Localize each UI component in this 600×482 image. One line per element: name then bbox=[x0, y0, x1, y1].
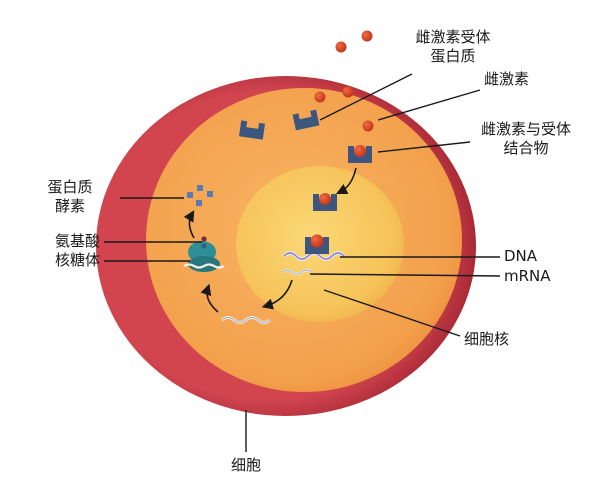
label-nucleus: 细胞核 bbox=[464, 330, 510, 348]
estrogen-molecule bbox=[314, 91, 326, 103]
complex-estrogen bbox=[354, 145, 366, 157]
estrogen-molecule bbox=[361, 30, 373, 42]
mrna-strand-inner bbox=[281, 269, 313, 275]
leader-estrogen bbox=[377, 89, 481, 121]
label-dna: DNA bbox=[504, 247, 538, 265]
protein-enzyme bbox=[196, 200, 202, 206]
protein-enzyme bbox=[197, 185, 203, 191]
ribosome-mrna bbox=[183, 263, 225, 269]
ribosome-lower bbox=[188, 256, 220, 272]
leader-mrna bbox=[309, 273, 501, 277]
label-receptor-protein: 雌激素受体 蛋白质 bbox=[415, 28, 491, 65]
estrogen-molecule bbox=[342, 86, 354, 98]
arrow-mrna-out bbox=[261, 279, 293, 310]
complex-estrogen bbox=[319, 193, 331, 205]
protein-enzyme bbox=[207, 191, 213, 197]
label-mrna: mRNA bbox=[504, 267, 551, 285]
arrow-to-ribosome bbox=[200, 283, 219, 313]
label-cell: 细胞 bbox=[230, 456, 261, 474]
mrna-strand-inner bbox=[221, 317, 271, 323]
leader-receptor-protein bbox=[319, 73, 413, 121]
protein-enzyme bbox=[187, 192, 193, 198]
label-complex: 雌激素与受体 结合物 bbox=[480, 120, 571, 157]
leader-complex bbox=[377, 141, 471, 153]
amino-acid bbox=[201, 236, 207, 242]
arrow-to-protein bbox=[183, 210, 195, 239]
leader-nucleus bbox=[323, 289, 461, 337]
label-amino-acid: 氨基酸 bbox=[54, 232, 100, 250]
estrogen-molecule bbox=[362, 120, 374, 132]
complex-estrogen bbox=[310, 234, 324, 248]
amino-acid bbox=[201, 243, 207, 249]
receptor-protein bbox=[292, 109, 320, 131]
label-protein-enzyme: 蛋白质 酵素 bbox=[47, 178, 93, 215]
label-estrogen: 雌激素 bbox=[484, 70, 530, 88]
estrogen-molecule bbox=[335, 41, 347, 53]
receptor-protein bbox=[239, 120, 265, 140]
label-ribosome: 核糖体 bbox=[54, 251, 100, 269]
arrow-to-nucleus bbox=[335, 167, 357, 195]
